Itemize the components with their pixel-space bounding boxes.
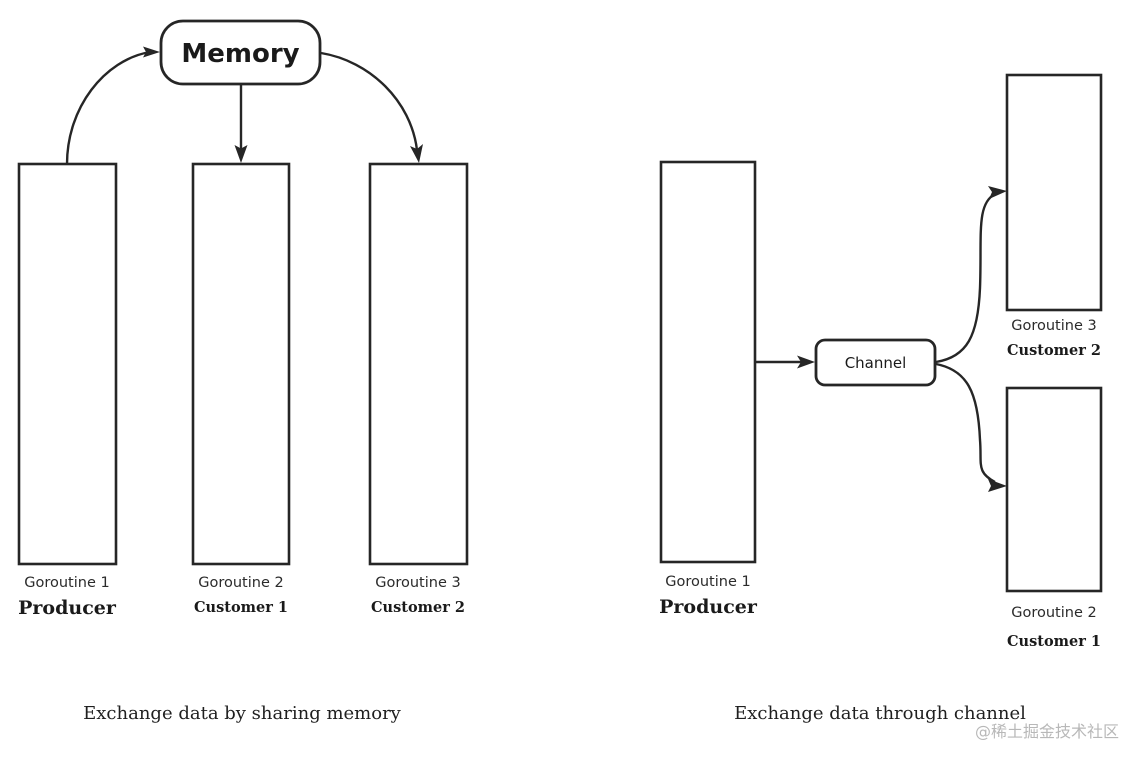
watermark-label: @稀土掘金技术社区 xyxy=(975,722,1119,741)
left-goroutine-2-label: Goroutine 2 xyxy=(198,575,283,591)
left-goroutine-3-bar[interactable] xyxy=(368,162,469,566)
edge-channel-to-goroutine3-path xyxy=(935,192,996,364)
arrow-head-icon xyxy=(143,46,160,58)
right-goroutine-1-bar[interactable] xyxy=(659,160,757,564)
right-panel-group: Goroutine 1 Producer Channel Goroutine 3… xyxy=(659,73,1119,741)
left-goroutine-3-node[interactable]: Goroutine 3 Customer 2 xyxy=(368,162,469,616)
right-goroutine-2-bar[interactable] xyxy=(1005,386,1103,593)
channel-label: Channel xyxy=(845,354,907,372)
left-goroutine-2-role: Customer 1 xyxy=(194,599,288,616)
right-goroutine-3-node[interactable]: Goroutine 3 Customer 2 xyxy=(1005,73,1103,359)
arrow-head-icon xyxy=(797,355,815,369)
right-goroutine-3-role: Customer 2 xyxy=(1007,342,1101,359)
left-goroutine-1-role: Producer xyxy=(18,597,117,619)
left-goroutine-1-label: Goroutine 1 xyxy=(24,575,109,591)
memory-node[interactable]: Memory xyxy=(159,19,322,86)
arrow-head-icon xyxy=(410,144,423,163)
edge-goroutine1-to-memory-path xyxy=(65,50,151,165)
memory-label: Memory xyxy=(181,39,299,69)
right-panel-caption: Exchange data through channel xyxy=(734,703,1026,724)
channel-node[interactable]: Channel xyxy=(814,338,937,387)
edge-goroutine1-to-memory xyxy=(65,46,160,165)
arrow-head-icon xyxy=(988,186,1007,199)
left-panel-caption: Exchange data by sharing memory xyxy=(83,703,402,724)
edge-channel-to-goroutine2-path xyxy=(935,362,996,484)
right-goroutine-3-bar[interactable] xyxy=(1005,73,1103,312)
left-goroutine-3-label: Goroutine 3 xyxy=(375,575,460,591)
edge-channel-to-goroutine2 xyxy=(935,362,1007,492)
right-goroutine-1-node[interactable]: Goroutine 1 Producer xyxy=(659,160,758,618)
right-goroutine-3-label: Goroutine 3 xyxy=(1011,318,1096,334)
right-goroutine-2-role: Customer 1 xyxy=(1007,633,1101,650)
edge-memory-to-goroutine3 xyxy=(320,51,423,163)
left-goroutine-2-bar[interactable] xyxy=(191,162,291,566)
arrow-head-icon xyxy=(988,479,1007,492)
arrow-head-icon xyxy=(234,145,248,163)
edge-goroutine1-to-channel xyxy=(756,355,815,369)
left-goroutine-1-bar[interactable] xyxy=(17,162,118,566)
left-panel-group: Memory Goroutine 1 Producer Goroutine 2 … xyxy=(17,19,469,724)
left-goroutine-2-node[interactable]: Goroutine 2 Customer 1 xyxy=(191,162,291,616)
right-goroutine-1-label: Goroutine 1 xyxy=(665,574,750,590)
left-goroutine-3-role: Customer 2 xyxy=(371,599,465,616)
right-goroutine-2-node[interactable]: Goroutine 2 Customer 1 xyxy=(1005,386,1103,650)
right-goroutine-1-role: Producer xyxy=(659,596,758,618)
channel-box[interactable] xyxy=(814,338,937,387)
edge-memory-to-goroutine2 xyxy=(234,84,248,163)
right-goroutine-2-label: Goroutine 2 xyxy=(1011,605,1096,621)
edge-channel-to-goroutine3 xyxy=(935,186,1007,364)
edge-memory-to-goroutine3-path xyxy=(320,51,419,151)
left-goroutine-1-node[interactable]: Goroutine 1 Producer xyxy=(17,162,118,619)
